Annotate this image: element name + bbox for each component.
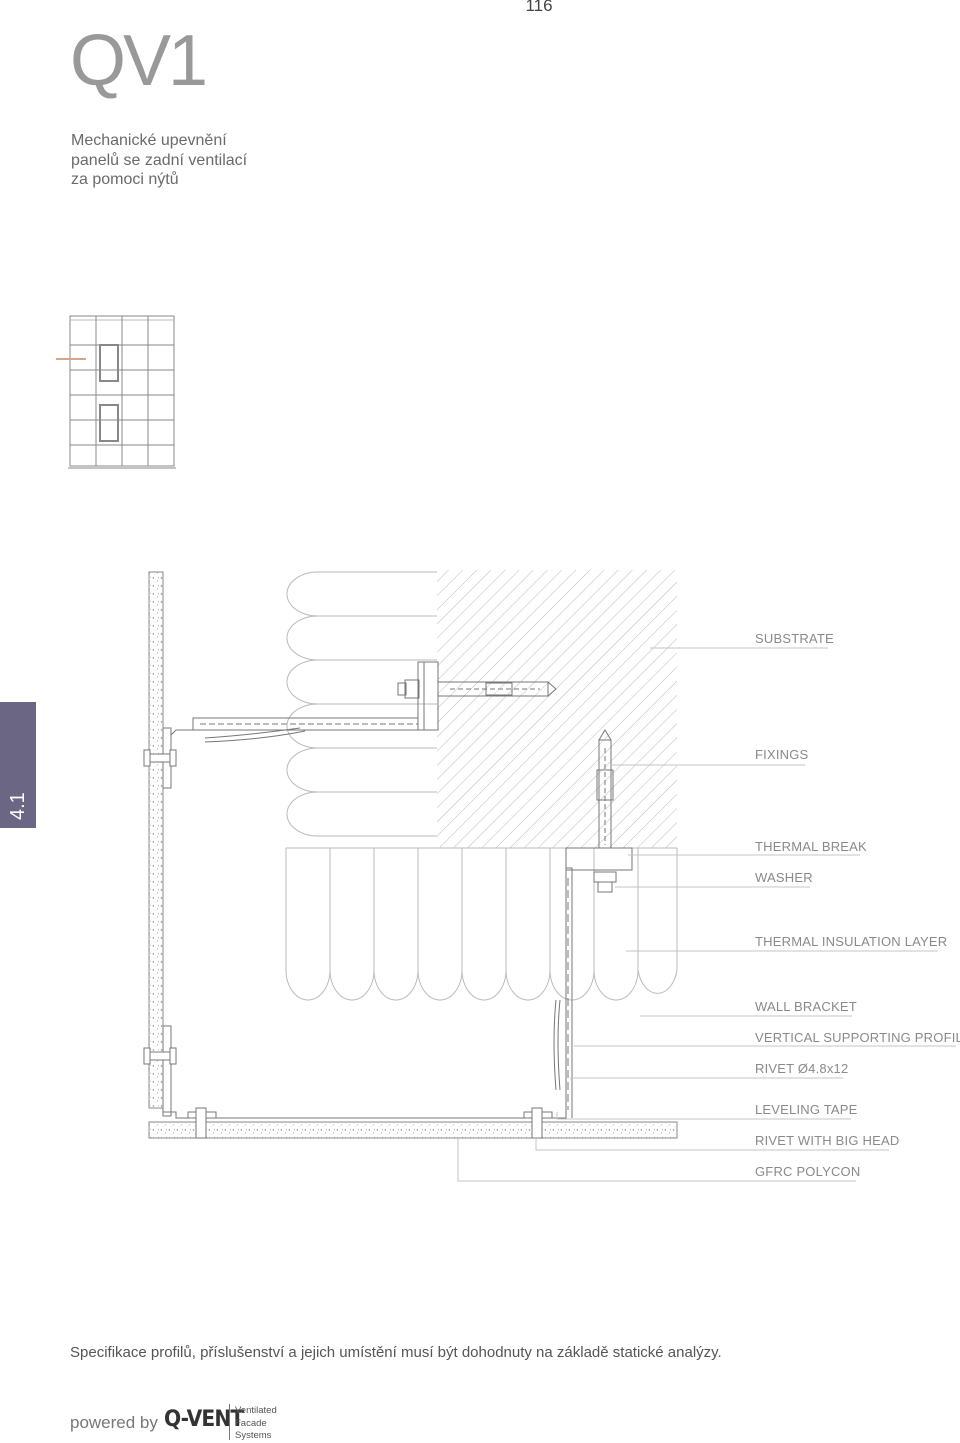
subtitle-line: Mechanické upevnění <box>71 132 227 149</box>
lower-bracket <box>565 729 633 893</box>
label-rivet: RIVET Ø4.8x12 <box>755 1061 849 1076</box>
subtitle-line: panelů se zadní ventilací <box>71 151 248 169</box>
label-vertical-profile: VERTICAL SUPPORTING PROFILE <box>755 1030 960 1045</box>
substrate <box>437 570 677 848</box>
gfrc-panel-horizontal <box>148 1121 678 1139</box>
label-thermal-insulation: THERMAL INSULATION LAYER <box>755 934 948 949</box>
leader-lines <box>457 647 956 1182</box>
label-gfrc: GFRC POLYCON <box>755 1164 861 1179</box>
tagline-line: Facade <box>235 1417 267 1429</box>
specification-note: Specifikace profilů, příslušenství a jej… <box>70 1344 722 1361</box>
section-tab: 4.1 <box>0 702 36 828</box>
vertical-profile <box>163 867 573 1119</box>
qvent-logo: Q-VENT <box>164 1407 244 1432</box>
label-washer: WASHER <box>755 870 813 885</box>
label-fixings: FIXINGS <box>755 747 809 762</box>
rivet-upper <box>143 727 177 789</box>
powered-by: powered by <box>70 1413 158 1432</box>
label-rivet-big-head: RIVET WITH BIG HEAD <box>755 1133 900 1148</box>
label-substrate: SUBSTRATE <box>755 631 834 646</box>
page-subtitle: Mechanické upevnění panelů se zadní vent… <box>71 131 391 190</box>
label-leveling-tape: LEVELING TAPE <box>755 1102 858 1117</box>
page-title: QV1 <box>70 21 208 101</box>
logo-tagline: Ventilated Facade Systems <box>235 1405 277 1443</box>
label-wall-bracket: WALL BRACKET <box>755 999 857 1014</box>
page-number: 116 <box>525 0 553 15</box>
bottom-rivets <box>187 1107 553 1139</box>
insulation-upper <box>286 571 437 837</box>
rivet-lower <box>143 1025 177 1117</box>
facade-thumbnail <box>68 315 176 469</box>
upper-bracket <box>167 661 557 743</box>
tagline-line: Ventilated <box>235 1405 277 1416</box>
logo-divider <box>229 1404 230 1440</box>
label-thermal-break: THERMAL BREAK <box>755 839 867 854</box>
insulation-lower <box>285 847 678 1001</box>
gfrc-panel-vertical <box>148 571 164 1109</box>
subtitle-line: za pomoci nýtů <box>71 171 179 188</box>
tagline-line: Systems <box>235 1430 272 1441</box>
